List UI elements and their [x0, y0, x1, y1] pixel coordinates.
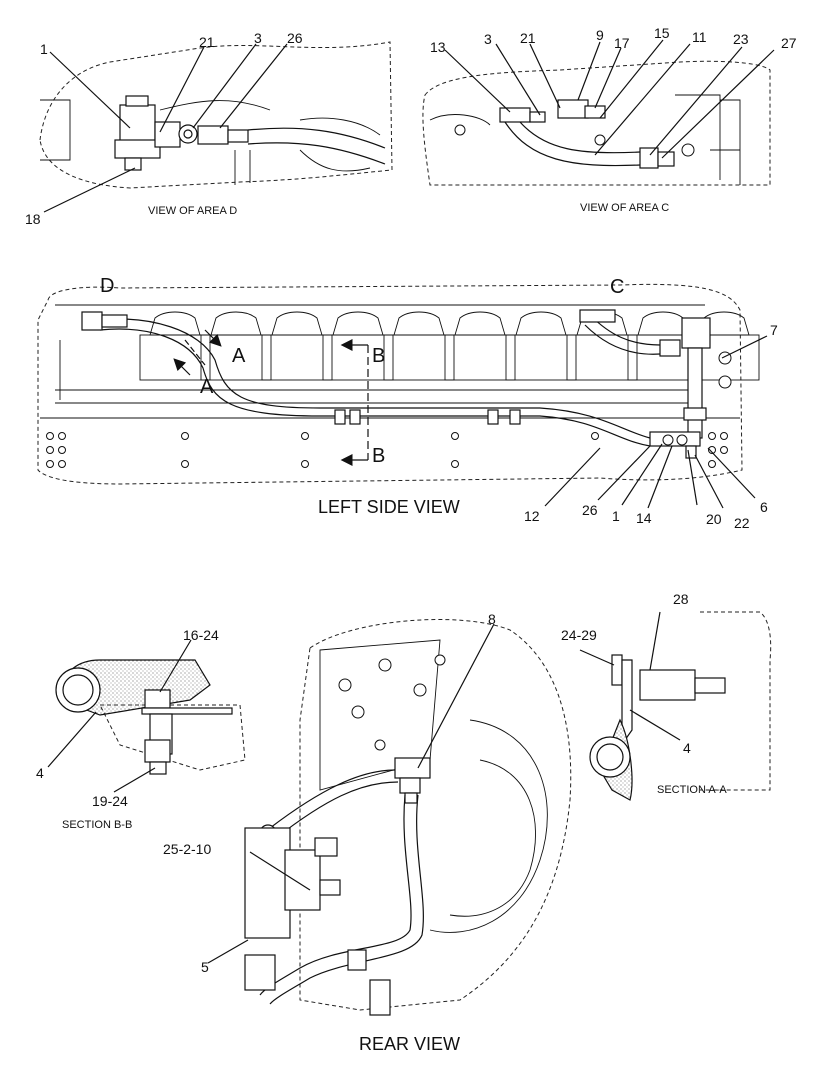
section-a-a: 28 24-29 4 SECTION A-A: [561, 591, 772, 801]
bolt-hole: [708, 432, 716, 440]
view-rear: 8 25-2-10 5 REAR VIEW: [163, 611, 572, 1054]
bolt-hole: [451, 460, 459, 468]
bolt-hole: [46, 460, 54, 468]
cylinder-head: [383, 334, 455, 381]
area-letter-c: C: [610, 276, 624, 298]
callout-d-1: 1: [40, 41, 48, 57]
callout-aa-28: 28: [673, 591, 689, 607]
bolt-hole: [181, 432, 189, 440]
callout-bb-16-24: 16-24: [183, 627, 219, 643]
callout-rear-25-2-10: 25-2-10: [163, 841, 211, 857]
valve-cover: [393, 311, 445, 336]
block-holes: [46, 432, 728, 468]
section-letter-a-top: A: [232, 345, 246, 367]
caption-area-c: VIEW OF AREA C: [580, 202, 669, 214]
cylinder-head: [322, 334, 394, 381]
callout-ls-12: 12: [524, 508, 540, 524]
callout-ls-14: 14: [636, 510, 652, 526]
bolt-hole: [181, 460, 189, 468]
valve-cover: [515, 311, 567, 336]
callout-bb-19-24: 19-24: [92, 793, 128, 809]
callout-ls-6: 6: [760, 499, 768, 515]
bolt-hole: [301, 460, 309, 468]
callout-rear-8: 8: [488, 611, 496, 627]
callout-c-17: 17: [614, 35, 630, 51]
caption-section-aa: SECTION A-A: [657, 784, 727, 796]
caption-rear-view: REAR VIEW: [359, 1034, 460, 1054]
bolt-hole: [708, 446, 716, 454]
callout-rear-5: 5: [201, 959, 209, 975]
callout-d-18: 18: [25, 211, 41, 227]
view-area-c: 13 3 21 9 17 15 11 23 27 VIEW OF AREA C: [422, 25, 797, 214]
callout-d-26: 26: [287, 30, 303, 46]
callout-bb-4: 4: [36, 765, 44, 781]
callout-ls-1: 1: [612, 508, 620, 524]
bolt-hole: [591, 432, 599, 440]
valve-cover: [332, 311, 384, 336]
view-left-side: D C A A B B 7 12 26 1 14 20 22 6 LEFT SI…: [37, 275, 778, 531]
bolt-hole: [58, 446, 66, 454]
valve-cover: [149, 311, 201, 336]
callout-ls-7: 7: [770, 322, 778, 338]
cylinder-head: [444, 334, 516, 381]
cylinder-head: [139, 334, 211, 381]
callout-aa-24-29: 24-29: [561, 627, 597, 643]
callout-c-11: 11: [692, 29, 707, 45]
bolt-hole: [720, 432, 728, 440]
bolt-hole: [46, 446, 54, 454]
callout-c-27: 27: [781, 35, 797, 51]
section-letter-b-top: B: [372, 345, 385, 367]
valve-covers: [139, 311, 760, 381]
valve-cover: [454, 311, 506, 336]
callout-c-21: 21: [520, 30, 536, 46]
bolt-hole: [58, 432, 66, 440]
view-area-d: 1 21 3 26 18 VIEW OF AREA D: [25, 30, 393, 227]
bolt-hole: [46, 432, 54, 440]
callout-ls-26: 26: [582, 502, 598, 518]
caption-left-side: LEFT SIDE VIEW: [318, 497, 460, 517]
cylinder-head: [505, 334, 577, 381]
callout-c-23: 23: [733, 31, 749, 47]
callout-ls-20: 20: [706, 511, 722, 527]
callout-c-3: 3: [484, 31, 492, 47]
area-letter-d: D: [100, 275, 114, 297]
bolt-hole: [301, 432, 309, 440]
callout-d-3: 3: [254, 30, 262, 46]
bolt-hole: [708, 460, 716, 468]
callout-c-15: 15: [654, 25, 670, 41]
caption-area-d: VIEW OF AREA D: [148, 205, 237, 217]
section-letter-b-bottom: B: [372, 445, 385, 467]
section-b-b: 16-24 4 19-24 SECTION B-B: [36, 627, 246, 831]
bolt-hole: [58, 460, 66, 468]
cylinder-head: [200, 334, 272, 381]
callout-ls-22: 22: [734, 515, 750, 531]
callout-aa-4: 4: [683, 740, 691, 756]
cylinder-head: [566, 334, 638, 381]
bolt-hole: [720, 446, 728, 454]
callout-d-21: 21: [199, 34, 215, 50]
valve-cover: [637, 311, 689, 336]
cylinder-head: [261, 334, 333, 381]
valve-cover: [271, 311, 323, 336]
valve-cover: [210, 311, 262, 336]
caption-section-bb: SECTION B-B: [62, 819, 132, 831]
callout-c-9: 9: [596, 27, 604, 43]
section-letter-a-bottom: A: [200, 376, 214, 398]
callout-c-13: 13: [430, 39, 446, 55]
bolt-hole: [451, 432, 459, 440]
